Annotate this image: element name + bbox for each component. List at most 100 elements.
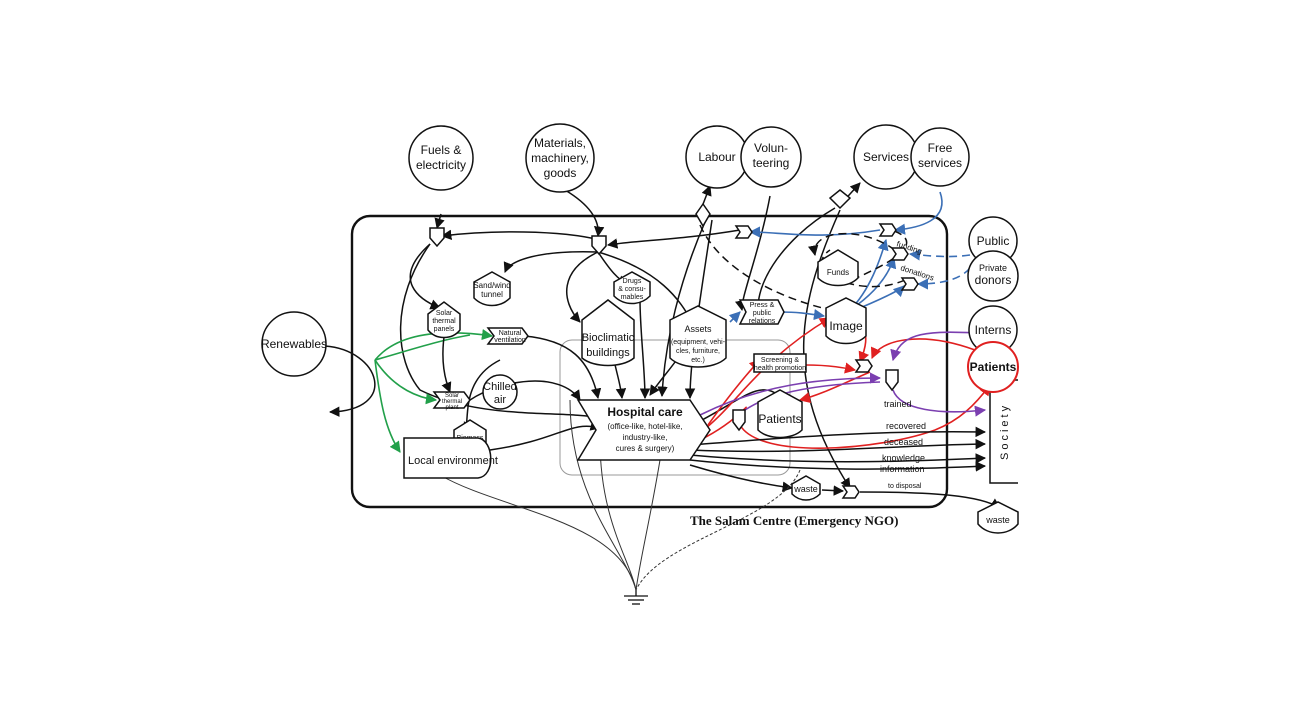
svg-text:teering: teering: [753, 156, 790, 170]
materials-machinery-node: Materials, machinery, goods: [525, 123, 595, 193]
svg-text:Patients: Patients: [970, 360, 1017, 374]
drugs-consumables-node: Drugs & consu- mables: [613, 271, 651, 305]
svg-text:donors: donors: [975, 273, 1012, 287]
svg-text:thermal: thermal: [442, 399, 462, 405]
knowledge-label: knowledge: [882, 453, 925, 463]
free-services-node: Free services: [910, 127, 970, 187]
svg-text:electricity: electricity: [416, 158, 466, 172]
svg-text:machinery,: machinery,: [531, 151, 589, 165]
patients-external-node: Patients: [967, 341, 1019, 393]
svg-text:& consu-: & consu-: [618, 286, 646, 293]
funding-junction-2: [890, 247, 909, 261]
labour-node: Labour: [685, 125, 749, 189]
svg-text:waste: waste: [985, 515, 1010, 525]
svg-text:Services: Services: [863, 150, 909, 164]
svg-text:Volun-: Volun-: [754, 141, 788, 155]
interns-junction: [885, 369, 899, 392]
svg-text:Solar: Solar: [445, 393, 459, 399]
press-relations-node: Press & public relations: [738, 299, 785, 325]
svg-text:health promotion: health promotion: [754, 365, 806, 372]
waste-internal-node: waste: [791, 475, 821, 501]
svg-text:Free: Free: [928, 141, 953, 155]
svg-text:cles, furniture,: cles, furniture,: [676, 348, 720, 355]
svg-text:plant: plant: [445, 405, 458, 411]
volunteering-node: Volun- teering: [740, 126, 802, 188]
centre-boundary: [350, 214, 949, 509]
svg-text:Patients: Patients: [758, 412, 801, 426]
svg-text:thermal: thermal: [432, 318, 456, 325]
society-label: Society: [999, 403, 1011, 460]
assets-node: Assets (equipment, vehi- cles, furniture…: [669, 305, 727, 368]
deceased-label: deceased: [884, 437, 923, 447]
bioclimatic-buildings-node: Bioclimatic buildings: [581, 299, 635, 367]
svg-text:ventilation: ventilation: [494, 337, 526, 344]
svg-text:cures & surgery): cures & surgery): [616, 444, 675, 453]
svg-text:Chilled: Chilled: [483, 381, 517, 393]
natural-ventilation-node: Natural ventilation: [486, 327, 529, 345]
labour-diamond: [695, 202, 711, 228]
funding-junction-1: [878, 223, 897, 237]
interns-node: Interns: [968, 305, 1018, 355]
svg-text:Interns: Interns: [975, 323, 1012, 337]
public-node: Public: [968, 216, 1018, 266]
hospital-care-node: Hospital care (office-like, hotel-like, …: [576, 399, 711, 461]
centre-title: The Salam Centre (Emergency NGO): [690, 513, 898, 528]
svg-text:Labour: Labour: [698, 150, 735, 164]
svg-text:Image: Image: [829, 319, 863, 333]
patients-junction: [854, 359, 873, 373]
waste-external-node: waste: [977, 501, 1019, 534]
svg-text:Solar: Solar: [436, 310, 453, 317]
svg-text:Bioclimatic: Bioclimatic: [582, 332, 635, 344]
renewables-node: Renewables: [261, 311, 327, 377]
svg-text:Public: Public: [977, 234, 1010, 248]
svg-text:Renewables: Renewables: [261, 337, 327, 351]
svg-text:mables: mables: [621, 294, 644, 301]
local-environment-node: Local environment: [403, 437, 498, 479]
svg-text:Press &: Press &: [750, 302, 775, 309]
screening-health-node: Screening & health promotion: [753, 353, 807, 373]
svg-text:tunnel: tunnel: [481, 290, 503, 299]
svg-text:air: air: [494, 394, 507, 406]
chilled-air-node: Chilled air: [482, 374, 518, 410]
information-label: information: [880, 464, 925, 474]
svg-text:services: services: [918, 156, 962, 170]
services-node: Services: [853, 124, 919, 190]
svg-text:(office-like, hotel-like,: (office-like, hotel-like,: [608, 422, 683, 431]
svg-text:Fuels &: Fuels &: [421, 143, 462, 157]
solar-thermal-plant-node: Solar thermal plant: [432, 391, 471, 411]
svg-text:Local environment: Local environment: [408, 455, 498, 467]
fuels-junction: [429, 227, 445, 248]
to-disposal-label: to disposal: [888, 483, 922, 490]
fuels-electricity-node: Fuels & electricity: [408, 125, 474, 191]
ground-symbol: [624, 590, 648, 605]
svg-text:panels: panels: [434, 326, 455, 333]
funds-node: Funds: [817, 249, 859, 287]
svg-text:buildings: buildings: [586, 347, 630, 359]
svg-text:Drugs: Drugs: [623, 278, 642, 285]
svg-text:public: public: [753, 310, 772, 317]
svg-text:Screening &: Screening &: [761, 357, 799, 364]
svg-text:Natural: Natural: [499, 330, 522, 337]
image-node: Image: [825, 297, 867, 345]
svg-text:relations: relations: [749, 318, 776, 325]
svg-text:Materials,: Materials,: [534, 136, 586, 150]
sand-wind-tunnel-node: Sand/wind tunnel: [473, 271, 511, 307]
recovered-label: recovered: [886, 421, 926, 431]
trained-label: trained: [884, 399, 912, 409]
svg-text:Hospital care: Hospital care: [607, 405, 683, 419]
svg-text:industry-like,: industry-like,: [623, 433, 668, 442]
svg-text:waste: waste: [793, 484, 818, 494]
patients-in-junction: [732, 409, 746, 432]
private-donors-node: Private donors: [967, 250, 1019, 302]
donations-junction: [900, 277, 919, 291]
svg-text:Sand/wind: Sand/wind: [473, 281, 510, 290]
services-diamond: [828, 189, 852, 210]
press-junction: [734, 225, 753, 239]
svg-text:etc.): etc.): [691, 357, 705, 364]
solar-thermal-panels-node: Solar thermal panels: [427, 301, 461, 339]
svg-text:Private: Private: [979, 263, 1007, 273]
svg-text:Assets: Assets: [684, 324, 712, 334]
svg-text:goods: goods: [544, 166, 577, 180]
waste-junction: [841, 485, 860, 499]
